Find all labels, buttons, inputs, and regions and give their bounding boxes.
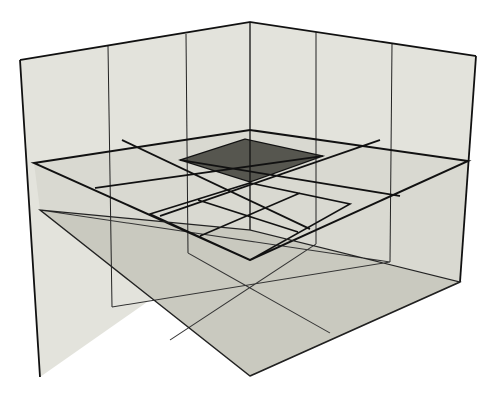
lower-right-wall [250, 130, 468, 282]
floor-left-edge [39, 209, 251, 377]
inner-lower-grid [147, 182, 353, 261]
outer-contour [19, 21, 477, 378]
floor [40, 210, 460, 376]
floor-grid [39, 209, 391, 341]
wall-grid-verticals [107, 32, 393, 308]
